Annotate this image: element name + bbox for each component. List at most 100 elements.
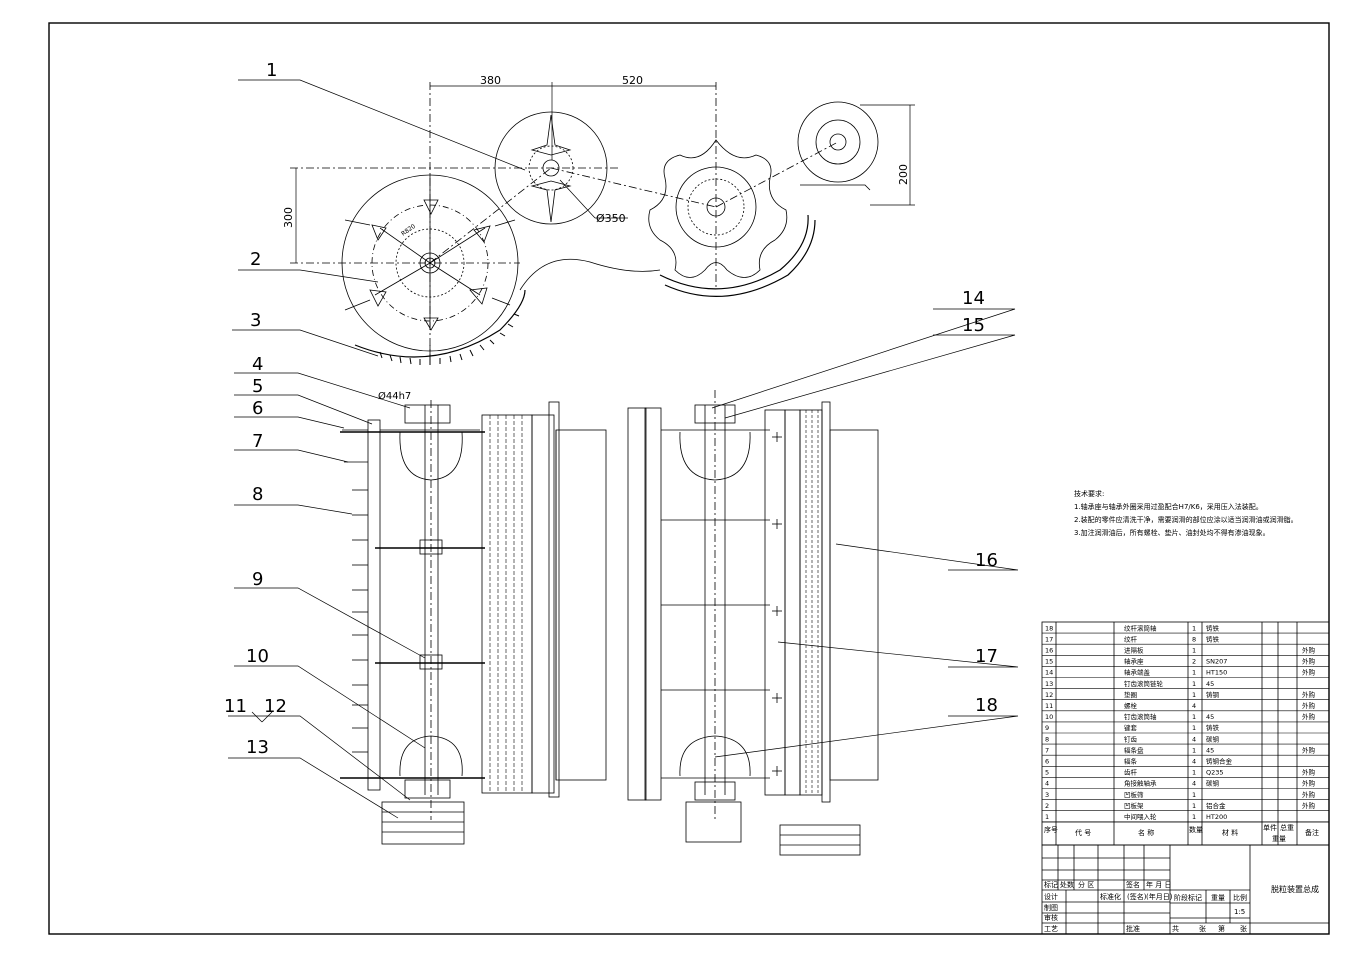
bom-cell-no: 8 [1045,735,1049,743]
bom-cell-name: 辐条 [1124,757,1138,766]
title-block [1041,844,1330,935]
dim-300: 300 [282,207,295,228]
bom-header-remark: 备注 [1305,828,1319,837]
bom-cell-material: 铸铁 [1206,723,1220,732]
bom-cell-qty: 4 [1192,735,1196,743]
tb-date: 年 月 日 [1146,880,1171,889]
bom-cell-name: 角接触轴承 [1124,779,1157,788]
bom-cell-material: Q235 [1206,769,1224,777]
dim-200: 200 [897,164,910,185]
balloon-5: 5 [252,376,263,397]
dimension-lines [295,82,915,263]
tb-standardize: 标准化 [1100,892,1121,901]
bom-cell-material: 45 [1206,746,1214,754]
bom-cell-name: 中间喂入轮 [1124,812,1157,821]
bom-cell-remark: 外购 [1302,646,1316,655]
tb-weight: 重量 [1211,894,1225,902]
tb-sign: 签名 [1126,880,1140,889]
bom-cell-material: 碳钢 [1206,779,1220,788]
bom-cell-no: 2 [1045,802,1049,810]
bom-cell-no: 4 [1045,780,1049,788]
balloon-4: 4 [252,354,263,375]
bom-cell-remark: 外购 [1302,690,1316,699]
balloon-3: 3 [250,310,261,331]
note-item-3: 3.加注润滑油后，所有螺栓、垫片、油封处均不得有渗油现象。 [1074,529,1270,537]
bom-cell-remark: 外购 [1302,712,1316,721]
tb-date-paren: (年月日) [1146,892,1173,901]
tb-sheets: 张 [1199,924,1206,933]
bom-cell-qty: 1 [1192,647,1196,655]
balloon-9: 9 [252,569,263,590]
bom-cell-no: 13 [1045,680,1053,688]
bom-cell-no: 5 [1045,769,1049,777]
bom-header-name: 名 称 [1138,828,1154,837]
bom-cell-remark: 外购 [1302,668,1316,677]
tb-ratio: 比例 [1233,893,1247,902]
bom-header-code: 代 号 [1075,828,1091,837]
plan-view [340,390,879,856]
bom-cell-no: 16 [1045,647,1053,655]
bom-cell-material: 45 [1206,713,1214,721]
bom-cell-remark: 外购 [1302,779,1316,788]
bom-cell-qty: 1 [1192,680,1196,688]
balloon-12: 12 [264,696,287,717]
bom-cell-material: SN207 [1206,658,1227,666]
bom-cell-name: 轴承座 [1124,657,1144,666]
bom-cell-no: 10 [1045,713,1053,721]
bom-cell-qty: 1 [1192,691,1196,699]
bom-cell-qty: 1 [1192,669,1196,677]
bom-cell-name: 凹板架 [1124,801,1144,810]
balloon-6: 6 [252,398,263,419]
note-item-1: 1.轴承座与轴承外圈采用过盈配合H7/K6，采用压入法装配。 [1074,503,1263,511]
bom-cell-no: 15 [1045,658,1053,666]
balloon-16: 16 [975,550,998,571]
section-view [290,82,879,365]
tb-design: 设计 [1044,892,1058,901]
dim-350: Ø350 [596,212,626,225]
bom-cell-material: 碳钢 [1206,734,1220,743]
balloon-numbers: 1 2 3 4 5 6 7 8 9 10 11 12 13 14 15 16 1… [224,60,998,758]
tb-sheet-no: 第 [1218,924,1225,933]
bom-cell-no: 3 [1045,791,1049,799]
bom-cell-no: 9 [1045,724,1049,732]
bom-cell-material: 铸铁 [1206,623,1220,632]
spike-teeth [342,429,368,753]
bom-header-qty: 数量 [1189,825,1203,834]
balloon-11: 11 [224,696,247,717]
tb-zhang: 张 [1240,924,1247,933]
tb-total: 共 [1172,924,1179,933]
bom-header-seq: 序号 [1044,825,1058,834]
balloon-7: 7 [252,431,263,452]
bom-cell-name: 进隔板 [1124,646,1144,655]
title-block-text: 标记 处数 分 区 签名 年 月 日 设计 标准化 (签名) (年月日) 阶段标… [1044,880,1319,933]
concave-teeth [379,313,520,365]
bom-cell-qty: 1 [1192,724,1196,732]
bom-cell-no: 12 [1045,691,1053,699]
bom-header-weight: 重量 [1272,835,1286,843]
bom-cell-material: HT200 [1206,813,1227,821]
dim-r820: R820 [400,223,417,238]
bom-cell-material: 铸铁 [1206,634,1220,643]
bom-cell-qty: 1 [1192,746,1196,754]
bom-cell-qty: 4 [1192,758,1196,766]
bom-cell-qty: 4 [1192,702,1196,710]
tb-process: 工艺 [1044,925,1058,933]
tb-stage-mark: 阶段标记 [1174,893,1202,902]
bom-header: 序号 代 号 名 称 数量 材 料 单件 总重 重量 备注 [1044,823,1319,843]
bom-cell-name: 纹杆滚筒轴 [1124,623,1157,632]
bom-cell-name: 螺栓 [1124,701,1138,710]
balloon-8: 8 [252,484,263,505]
bom-cell-qty: 1 [1192,624,1196,632]
bom-cell-material: 45 [1206,680,1214,688]
balloon-15: 15 [962,315,985,336]
tb-count: 处数 [1060,880,1074,889]
bom-header-material: 材 料 [1222,828,1238,837]
bom-cell-qty: 1 [1192,802,1196,810]
bom-cell-name: 齿杆 [1124,768,1138,777]
bom-cell-name: 辐条盘 [1124,745,1144,754]
bom-cell-name: 纹杆 [1124,634,1138,643]
drawing-border [48,22,1330,935]
bom-cell-no: 1 [1045,813,1049,821]
